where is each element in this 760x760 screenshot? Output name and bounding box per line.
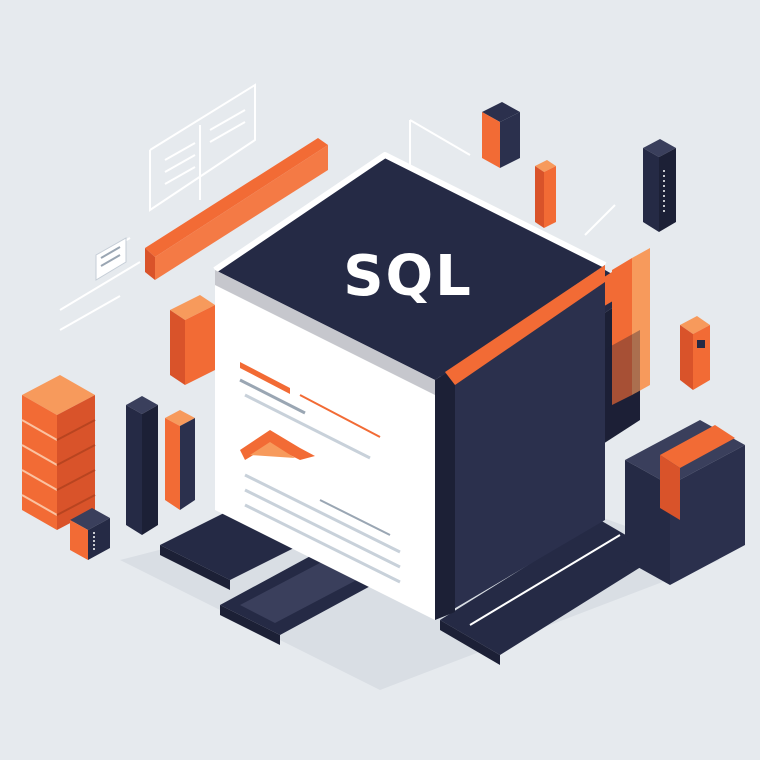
sql-title: SQL bbox=[343, 244, 473, 309]
tray-right bbox=[625, 420, 745, 585]
server-icon-bottom-left bbox=[70, 508, 110, 560]
orange-block-right bbox=[680, 316, 710, 390]
pillar-orange-top bbox=[535, 160, 556, 228]
sql-box-front bbox=[215, 270, 435, 620]
database-icon bbox=[21, 375, 96, 530]
pillar-navy-left bbox=[126, 396, 158, 535]
sql-box-top bbox=[215, 155, 605, 380]
document-lines bbox=[239, 362, 401, 584]
pillar-orange-left bbox=[165, 410, 195, 510]
orange-bar-left bbox=[145, 138, 328, 280]
sql-box: SQL bbox=[213, 152, 607, 620]
document-icon bbox=[95, 237, 127, 281]
tower-right bbox=[643, 139, 676, 232]
chart-peak-icon bbox=[240, 430, 315, 460]
orange-block-left bbox=[170, 295, 215, 385]
server-icon-top bbox=[482, 102, 520, 168]
